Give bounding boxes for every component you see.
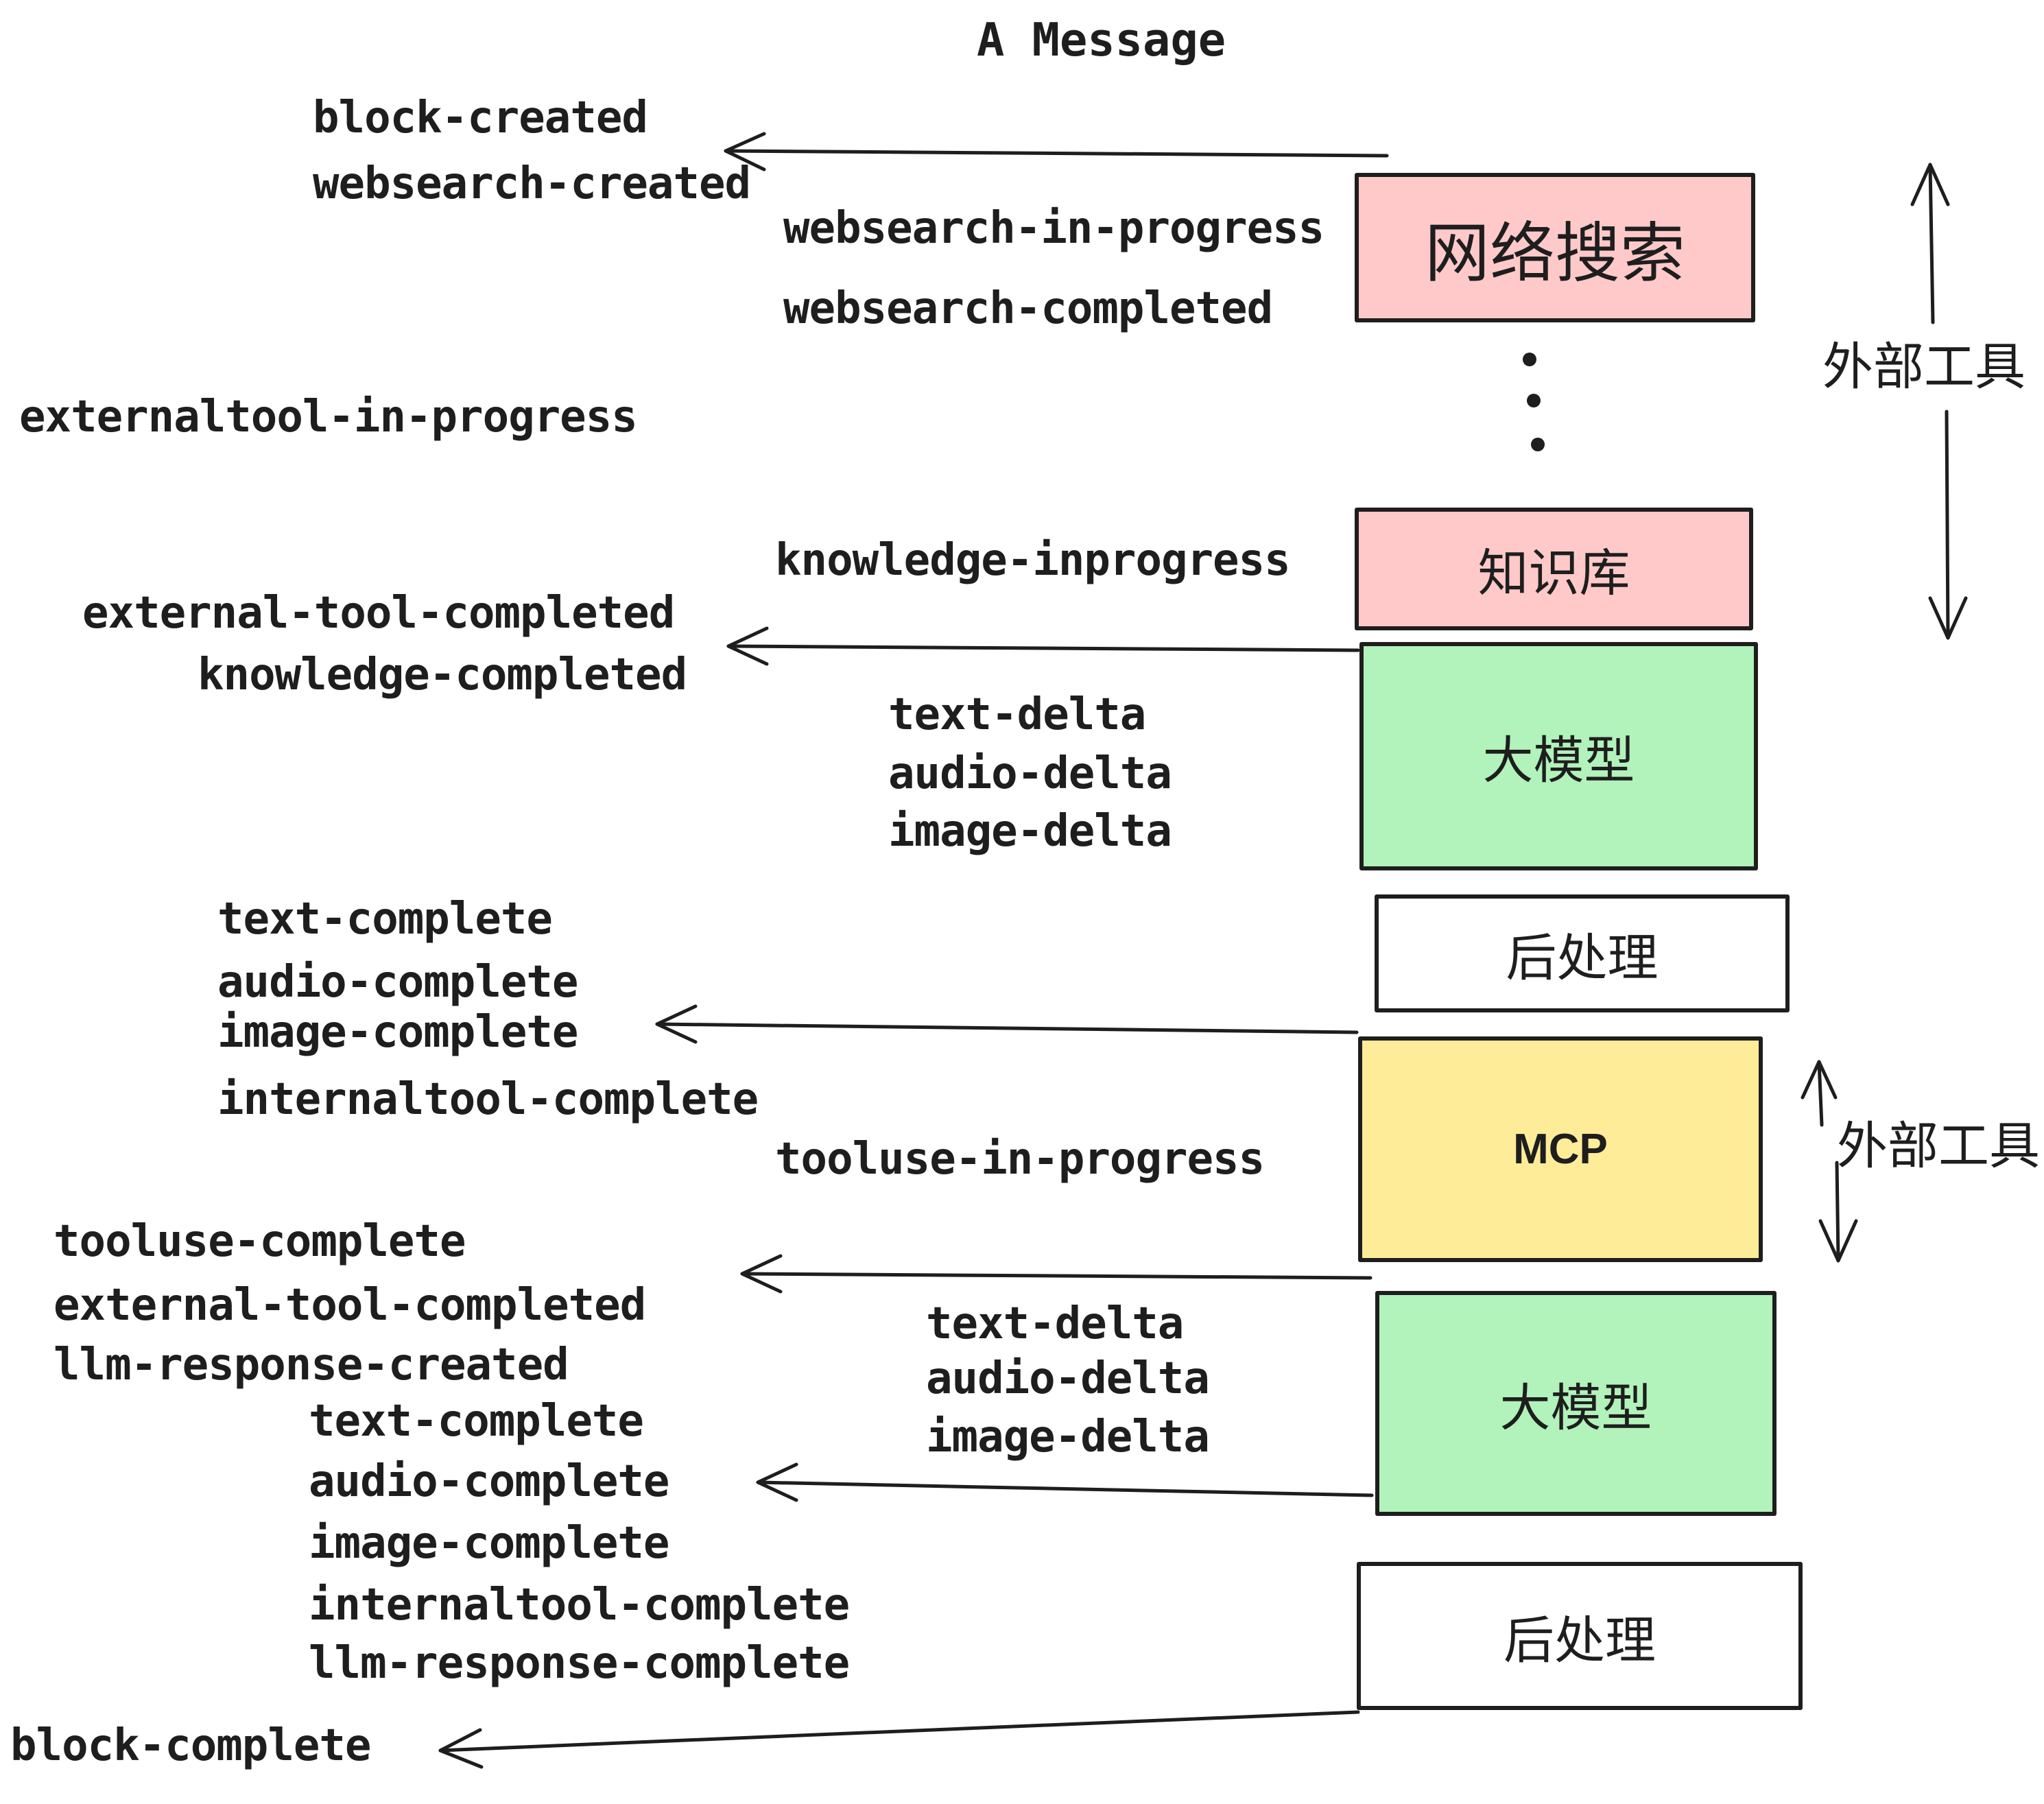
node-llm-top: 大模型: [1359, 642, 1758, 870]
node-llm-bottom-label: 大模型: [1499, 1379, 1652, 1436]
event-audio-delta-2: audio-delta: [926, 1353, 1210, 1404]
node-postprocess-top: 后处理: [1375, 894, 1790, 1012]
event-text-complete-1: text-complete: [217, 894, 553, 945]
event-audio-delta-1: audio-delta: [888, 748, 1172, 799]
event-tooluse-complete: tooluse-complete: [54, 1216, 466, 1267]
node-postprocess-bottom-label: 后处理: [1504, 1611, 1656, 1669]
event-audio-complete-2: audio-complete: [309, 1456, 669, 1507]
event-internaltool-complete-1: internaltool-complete: [217, 1074, 759, 1125]
external-tool-annotation-top: 外部工具: [1822, 338, 2025, 395]
event-text-delta-2: text-delta: [926, 1298, 1184, 1349]
external-tool-up-arrow-top: [1910, 163, 1950, 324]
node-mcp: MCP: [1358, 1036, 1763, 1262]
event-knowledge-completed: knowledge-completed: [198, 650, 687, 700]
event-knowledge-inprogress: knowledge-inprogress: [775, 535, 1291, 586]
arrow-to-knowledge-completed: [726, 626, 1360, 666]
node-postprocess-bottom: 后处理: [1357, 1562, 1803, 1710]
event-llm-response-complete: llm-response-complete: [309, 1638, 850, 1689]
event-block-complete: block-complete: [10, 1720, 371, 1771]
event-text-complete-2: text-complete: [309, 1396, 644, 1447]
event-externaltool-in-progress: externaltool-in-progress: [19, 392, 638, 442]
event-tooluse-in-progress: tooluse-in-progress: [775, 1134, 1265, 1185]
external-tool-down-arrow-mcp: [1818, 1161, 1858, 1263]
diagram-title: A Message: [977, 13, 1226, 67]
event-external-tool-completed-1: external-tool-completed: [82, 588, 675, 639]
ellipsis-dots-icon: [1523, 353, 1545, 451]
arrow-to-audio-complete: [756, 1462, 1374, 1502]
event-websearch-in-progress: websearch-in-progress: [783, 203, 1324, 254]
external-tool-up-arrow-mcp: [1801, 1060, 1838, 1127]
arrow-to-block-complete: [438, 1710, 1360, 1769]
external-tool-annotation-bottom: 外部工具: [1837, 1117, 2040, 1174]
event-websearch-completed: websearch-completed: [783, 283, 1273, 334]
node-knowledge-label: 知识库: [1477, 545, 1630, 602]
event-audio-complete-1: audio-complete: [217, 957, 578, 1008]
node-llm-top-label: 大模型: [1482, 732, 1635, 789]
node-mcp-label: MCP: [1513, 1125, 1608, 1173]
arrow-to-tooluse-complete: [740, 1254, 1372, 1294]
event-image-delta-2: image-delta: [926, 1412, 1210, 1462]
external-tool-down-arrow-top: [1928, 410, 1968, 640]
event-text-delta-1: text-delta: [888, 689, 1146, 740]
node-knowledge: 知识库: [1355, 508, 1753, 630]
event-internaltool-complete-2: internaltool-complete: [309, 1580, 850, 1630]
event-image-delta-1: image-delta: [888, 806, 1172, 857]
arrow-to-websearch-created: [724, 132, 1389, 171]
event-block-created: block-created: [313, 93, 648, 143]
node-websearch-label: 网络搜索: [1424, 217, 1685, 290]
event-websearch-created: websearch-created: [313, 158, 751, 209]
node-postprocess-top-label: 后处理: [1506, 929, 1659, 986]
event-external-tool-completed-2: external-tool-completed: [54, 1280, 646, 1331]
event-llm-response-created: llm-response-created: [54, 1340, 569, 1390]
event-image-complete-1: image-complete: [217, 1007, 578, 1058]
node-websearch: 网络搜索: [1355, 173, 1755, 322]
node-llm-bottom: 大模型: [1375, 1291, 1776, 1516]
event-image-complete-2: image-complete: [309, 1518, 669, 1569]
arrow-to-image-complete: [655, 1004, 1359, 1044]
